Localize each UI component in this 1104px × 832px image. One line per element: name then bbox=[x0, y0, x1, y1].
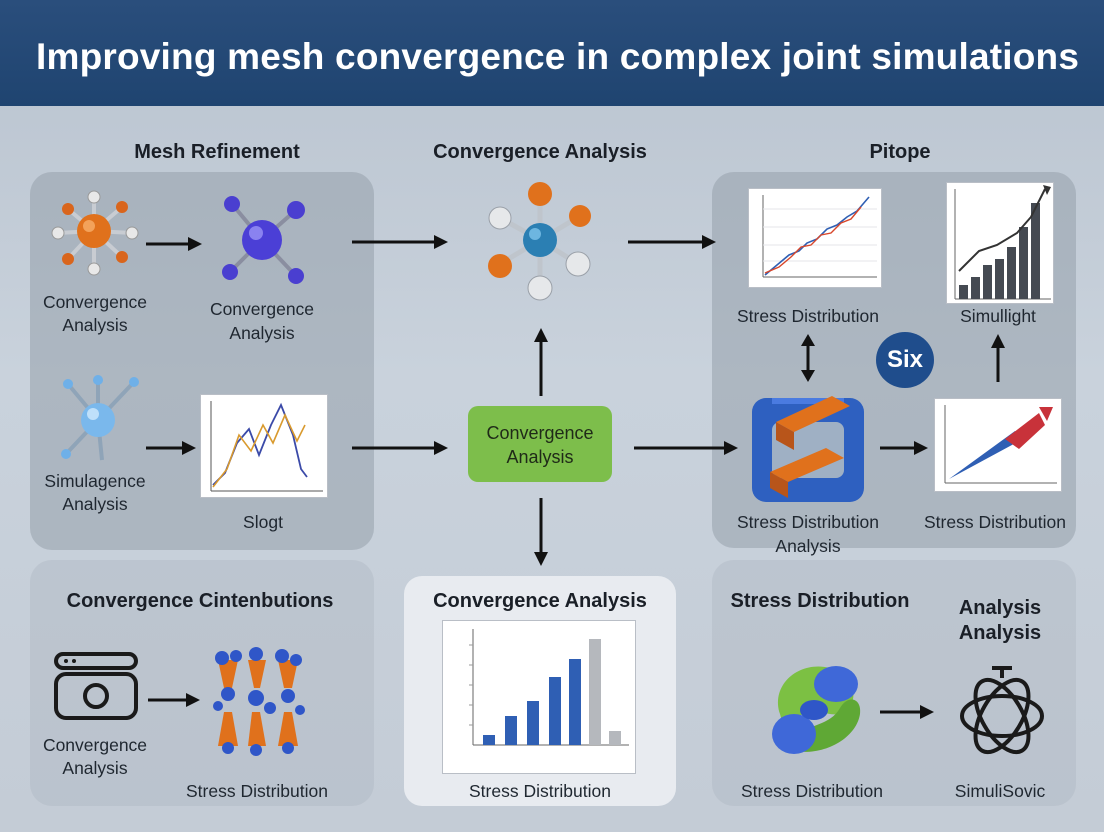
title-banner bbox=[0, 0, 1104, 106]
label-stress-distribution-analysis-1: Stress Distribution bbox=[737, 512, 879, 532]
center-box-line-2: Analysis bbox=[506, 447, 574, 467]
stress-plot-thumbnail bbox=[934, 398, 1062, 492]
label-convergence-analysis-b1: Convergence bbox=[209, 299, 315, 319]
heading-convergence-analysis-bottom: Convergence Analysis bbox=[433, 590, 647, 612]
arrow-down-icon bbox=[534, 498, 548, 566]
right-bottom-panel bbox=[712, 560, 1076, 806]
heading-stress-distribution: Stress Distribution bbox=[730, 590, 910, 612]
camera-window-icon bbox=[54, 652, 138, 720]
label-slogt: Slogt bbox=[243, 512, 283, 532]
bar-chart-thumbnail bbox=[442, 620, 636, 774]
convergence-analysis-box: Convergence Analysis bbox=[468, 406, 612, 482]
label-simulagence-2: Analysis bbox=[62, 494, 128, 514]
stress-elements-icon bbox=[213, 647, 305, 756]
page-title: Improving mesh convergence in complex jo… bbox=[36, 36, 1080, 77]
six-badge: Six bbox=[876, 332, 934, 388]
label-simullight: Simullight bbox=[960, 306, 1036, 326]
label-convergence-analysis-c2: Analysis bbox=[62, 758, 128, 778]
arrow-right-icon bbox=[146, 441, 196, 455]
knot-logo-icon bbox=[960, 666, 1044, 755]
label-convergence-analysis-a1: Convergence bbox=[42, 292, 148, 312]
label-convergence-analysis-b2: Analysis bbox=[229, 323, 295, 343]
heading-pitope: Pitope bbox=[869, 141, 931, 163]
molecule-teal-icon bbox=[488, 182, 591, 301]
label-simulagence-1: Simulagence bbox=[44, 471, 146, 491]
label-convergence-analysis-c1: Convergence bbox=[42, 735, 148, 755]
label-convergence-analysis-a2: Analysis bbox=[62, 315, 128, 335]
joint-clamp-icon bbox=[752, 396, 864, 502]
label-stress-distribution-top-right: Stress Distribution bbox=[737, 306, 879, 326]
heading-analysis-2: Analysis bbox=[958, 622, 1042, 644]
molecule-orange-icon bbox=[51, 190, 139, 276]
six-badge-label: Six bbox=[886, 346, 924, 373]
arrow-up-icon bbox=[991, 334, 1005, 382]
line-chart-thumbnail bbox=[200, 394, 328, 498]
molecule-lightblue-icon bbox=[61, 375, 139, 461]
left-bottom-panel bbox=[30, 560, 374, 806]
arrow-right-icon bbox=[634, 441, 738, 455]
arrow-right-icon bbox=[352, 235, 448, 249]
heading-mesh-refinement: Mesh Refinement bbox=[134, 141, 300, 163]
label-stress-distribution-right: Stress Distribution bbox=[924, 512, 1066, 532]
arrow-right-icon bbox=[880, 705, 934, 719]
arrow-right-icon bbox=[352, 441, 448, 455]
arrow-right-icon bbox=[628, 235, 716, 249]
heading-convergence-contributions: Convergence Cintenbutions bbox=[66, 590, 334, 612]
label-stress-distribution-bottom-right: Stress Distribution bbox=[741, 781, 883, 801]
arrow-up-icon bbox=[534, 328, 548, 396]
line-chart-thumbnail-right bbox=[748, 188, 882, 288]
heading-analysis-1: Analysis bbox=[958, 597, 1042, 619]
twisted-joint-icon bbox=[772, 666, 861, 754]
arrow-right-icon bbox=[880, 441, 928, 455]
arrow-right-icon bbox=[146, 237, 202, 251]
arrow-right-icon bbox=[148, 693, 200, 707]
bar-chart-trend-thumbnail bbox=[946, 182, 1054, 304]
heading-convergence-analysis: Convergence Analysis bbox=[433, 141, 647, 163]
molecule-purple-icon bbox=[222, 196, 305, 284]
label-stress-distribution-analysis-2: Analysis bbox=[775, 536, 841, 556]
label-simulisovic: SimuliSovic bbox=[954, 781, 1046, 801]
label-stress-distribution-center: Stress Distribution bbox=[469, 781, 611, 801]
center-box-line-1: Convergence bbox=[486, 423, 594, 443]
arrow-bidirectional-icon bbox=[801, 334, 815, 382]
label-stress-distribution-bottom-left: Stress Distribution bbox=[186, 781, 328, 801]
